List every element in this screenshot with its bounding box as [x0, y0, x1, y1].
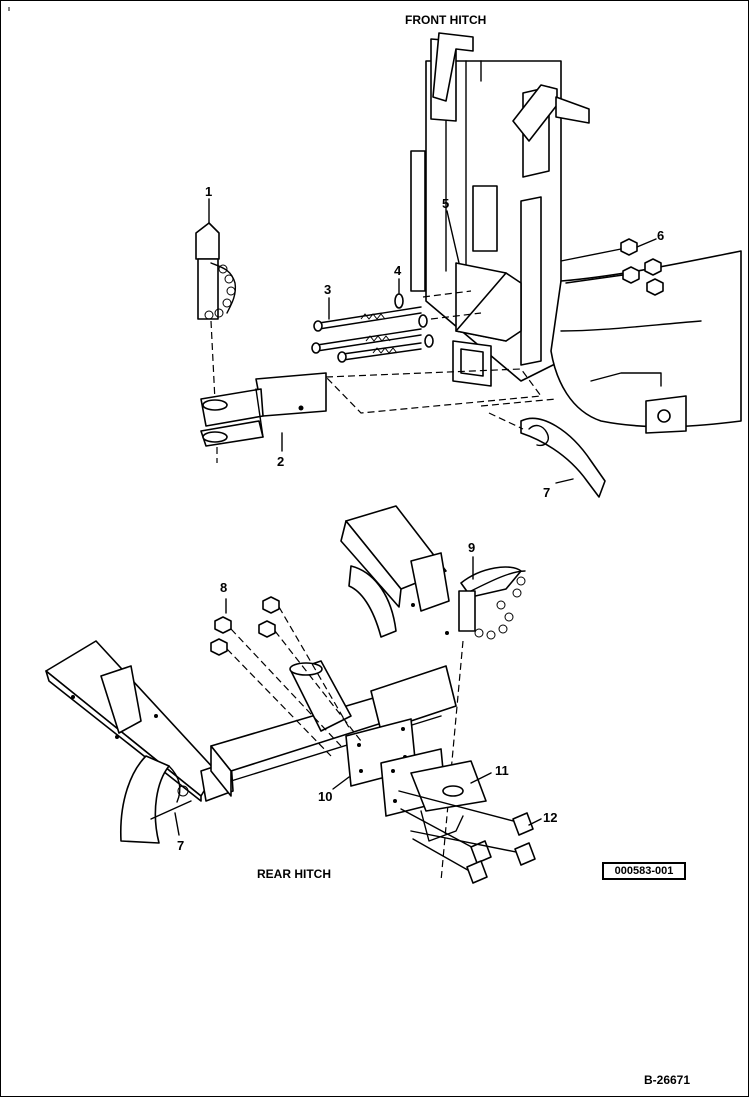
callout-12: 12: [543, 810, 558, 825]
rear-nuts: [210, 596, 362, 757]
front-hitch-assembly: [195, 32, 742, 498]
callout-7-front: 7: [543, 485, 551, 500]
callout-8: 8: [220, 580, 228, 595]
front-hitch-pin: [195, 222, 237, 402]
rear-safety-pin: [120, 755, 192, 844]
callout-3: 3: [324, 282, 332, 297]
callout-6: 6: [657, 228, 665, 243]
rear-hitch-assembly: [45, 505, 542, 884]
front-nuts: [560, 238, 664, 296]
rear-crossbar: [210, 660, 457, 797]
callout-7-rear: 7: [177, 838, 185, 853]
callout-10: 10: [318, 789, 333, 804]
callout-2: 2: [277, 454, 285, 469]
front-lockwashers: [394, 293, 434, 348]
front-receiver-tube: [452, 262, 522, 387]
callout-1: 1: [205, 184, 213, 199]
callout-5: 5: [442, 196, 450, 211]
figure-number: B-26671: [644, 1073, 691, 1087]
callout-9: 9: [468, 540, 476, 555]
front-safety-pin: [488, 412, 606, 498]
rear-upper-frame: [340, 505, 450, 638]
part-code-box: 000583-001: [602, 862, 686, 880]
callout-4: 4: [394, 263, 402, 278]
front-hitch-title: FRONT HITCH: [405, 13, 487, 27]
front-bolts: [311, 306, 422, 363]
callout-11: 11: [495, 763, 509, 778]
rear-bolts: [398, 790, 536, 884]
rear-hitch-title: REAR HITCH: [257, 867, 331, 881]
front-drawbar-clevis: [200, 368, 557, 463]
rear-hitch-pin: [440, 566, 526, 882]
